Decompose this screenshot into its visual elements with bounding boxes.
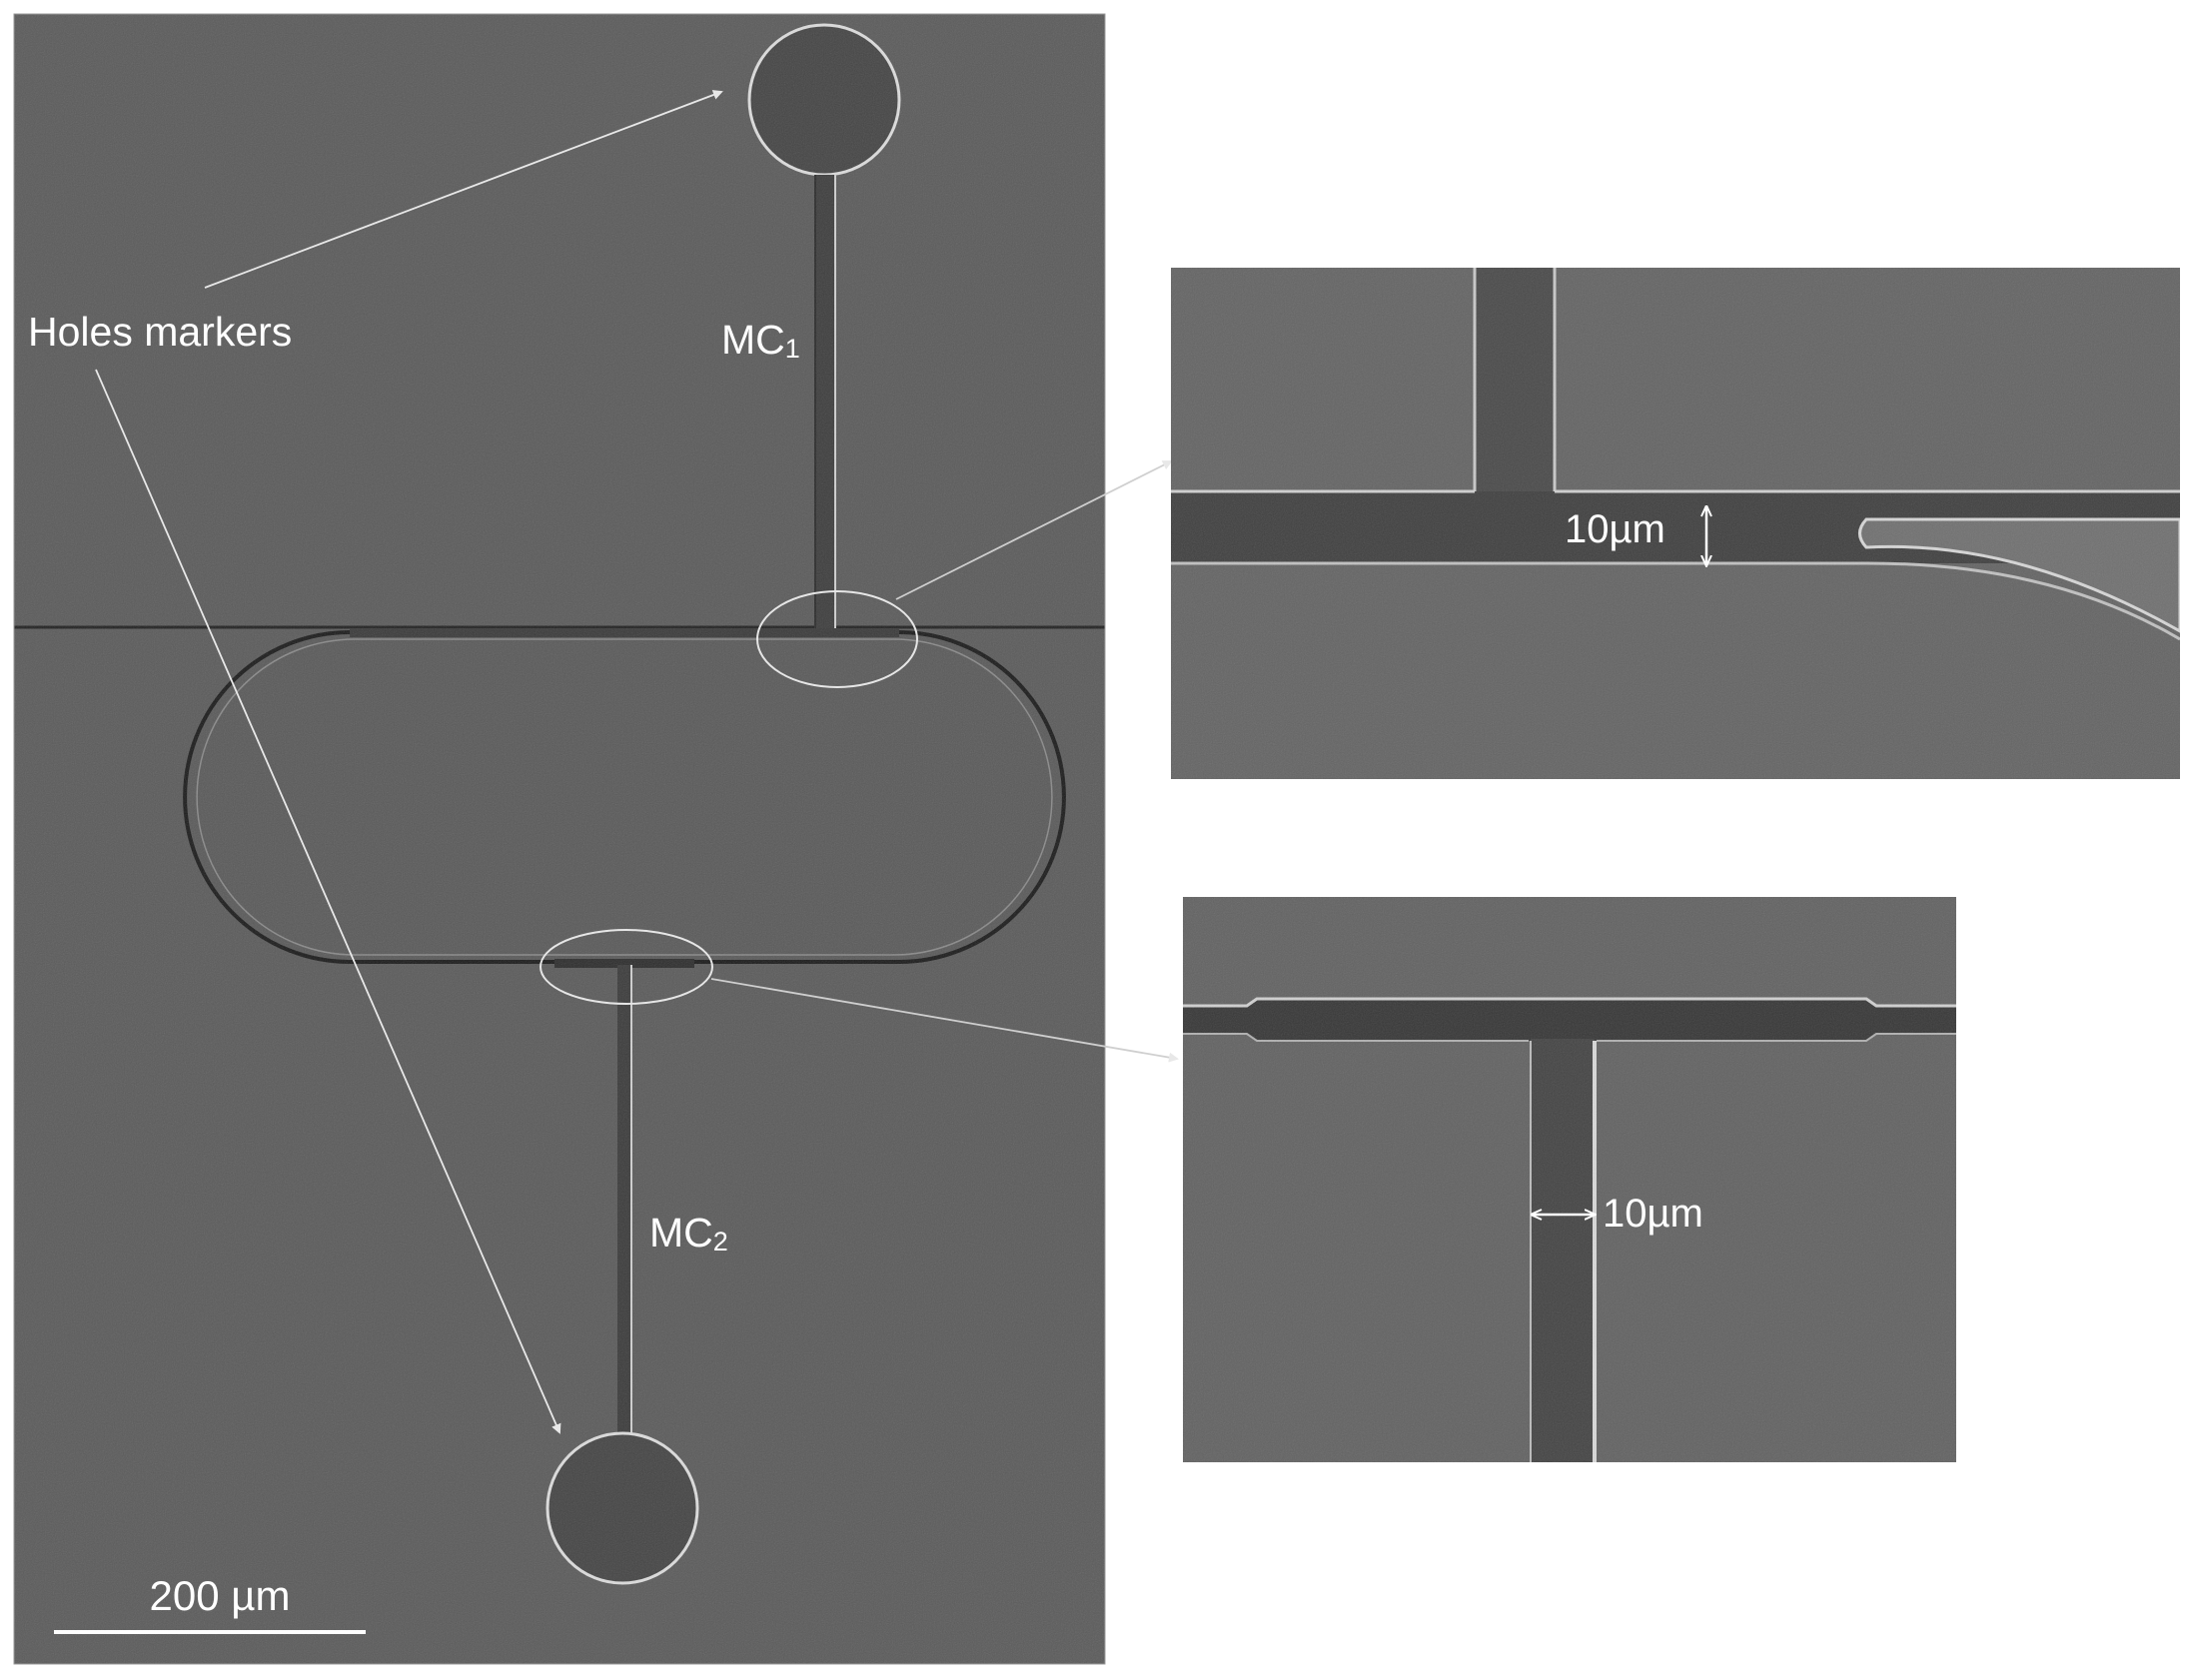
inset-bottom: 10µm <box>1183 897 1956 1462</box>
connector-to-bottom-inset <box>710 978 1179 1063</box>
highlight-ellipse-bottom <box>540 929 713 1005</box>
holes-markers-label: Holes markers <box>28 309 292 355</box>
main-sem-image: Holes markers MC1 MC2 200 µm <box>14 14 1105 1664</box>
arrow-to-bottom-hole <box>95 369 561 1434</box>
mc1-label: MC1 <box>721 317 800 364</box>
connector-to-top-inset <box>895 460 1173 600</box>
mc1-subscript: 1 <box>785 334 800 364</box>
inset-top: 10µm <box>1171 268 2180 779</box>
inset-bottom-dimension-label: 10µm <box>1603 1192 1703 1236</box>
inset-top-dimension-label: 10µm <box>1565 507 1665 551</box>
mc2-subscript: 2 <box>713 1227 728 1257</box>
mc2-label: MC2 <box>649 1210 728 1257</box>
arrow-to-top-hole <box>204 90 723 289</box>
scale-bar-label: 200 µm <box>150 1572 291 1619</box>
highlight-ellipse-top <box>756 590 918 688</box>
